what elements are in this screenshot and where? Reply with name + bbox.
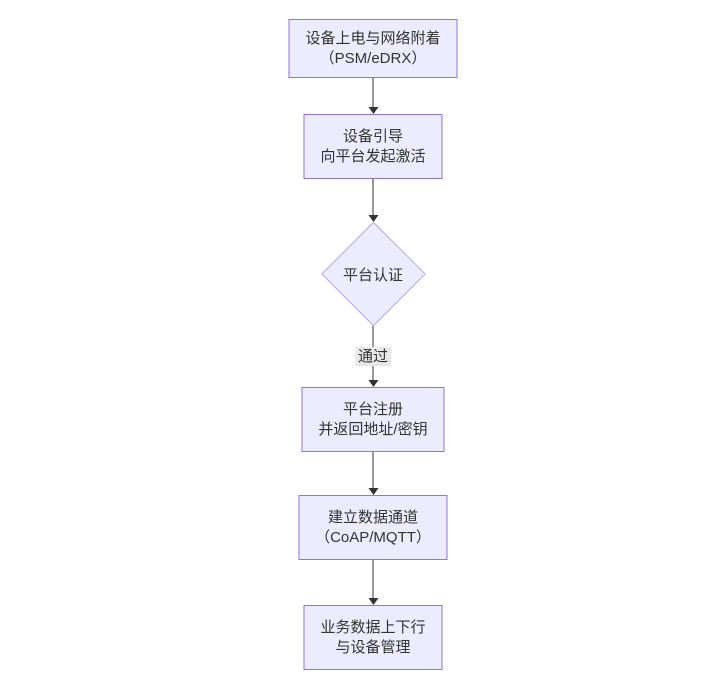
decision-platform-auth: 平台认证 [320, 221, 426, 327]
flow-arrow-2 [367, 179, 378, 222]
node-text: （PSM/eDRX） [319, 49, 427, 67]
node-device-bootstrap: 设备引导 向平台发起激活 [303, 114, 443, 179]
arrowhead-icon [367, 488, 378, 495]
node-data-channel: 建立数据通道 （CoAP/MQTT） [298, 495, 448, 560]
flowchart: 设备上电与网络附着 （PSM/eDRX） 设备引导 向平台发起激活 平台认证 通… [288, 19, 458, 670]
flow-arrow-4 [367, 452, 378, 495]
flow-arrow-3: 通过 [354, 326, 391, 387]
node-text: 向平台发起激活 [320, 147, 426, 165]
arrow-shaft [372, 452, 374, 490]
arrowhead-icon [367, 215, 378, 222]
node-text: （CoAP/MQTT） [315, 528, 431, 546]
arrow-shaft [372, 179, 374, 217]
flow-arrow-5 [367, 560, 378, 605]
node-device-power-attach: 设备上电与网络附着 （PSM/eDRX） [288, 19, 458, 78]
node-business-data: 业务数据上下行 与设备管理 [303, 605, 443, 670]
arrowhead-icon [367, 598, 378, 605]
flow-arrow-1 [367, 78, 378, 114]
node-text: 设备引导 [342, 127, 404, 145]
arrow-shaft [372, 560, 374, 600]
arrowhead-icon [367, 107, 378, 114]
arrow-shaft [372, 78, 374, 109]
node-text: 设备上电与网络附着 [305, 29, 441, 47]
node-text: 与设备管理 [335, 638, 411, 656]
edge-label-pass: 通过 [354, 347, 391, 366]
node-text: 业务数据上下行 [320, 618, 426, 636]
arrowhead-icon [367, 380, 378, 387]
node-platform-register: 平台注册 并返回地址/密钥 [301, 387, 445, 452]
node-text: 平台注册 [342, 400, 404, 418]
node-text: 建立数据通道 [327, 508, 418, 526]
node-text: 平台认证 [342, 266, 403, 284]
node-text: 并返回地址/密钥 [318, 420, 428, 438]
